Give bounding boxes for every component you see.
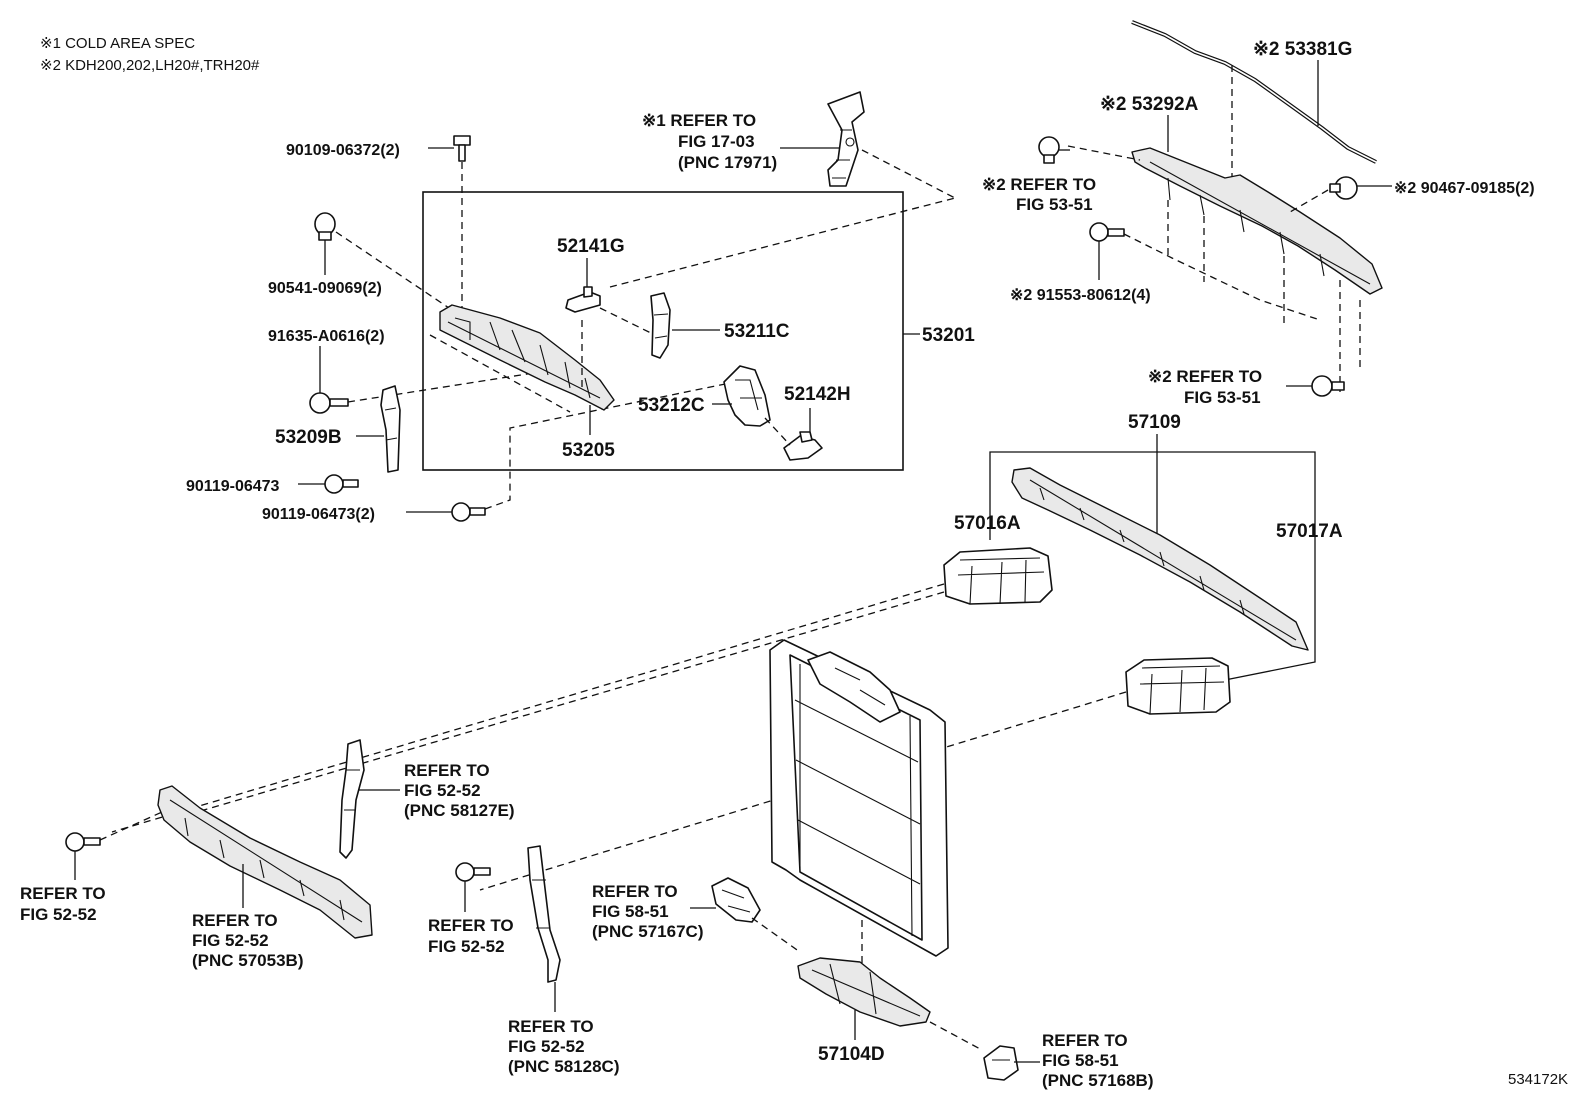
bolt-90109[interactable]	[453, 135, 471, 162]
ref-57053B-line2[interactable]: FIG 52-52	[192, 931, 269, 950]
label-53212C[interactable]: 53212C	[638, 395, 705, 416]
support-53205[interactable]	[439, 304, 615, 411]
duct-57016A[interactable]	[943, 547, 1053, 605]
ref-57168B-line2[interactable]: FIG 58-51	[1042, 1051, 1119, 1070]
ref-17-03-line2[interactable]: FIG 17-03	[678, 132, 755, 151]
label-53381G[interactable]: ※2 53381G	[1253, 39, 1352, 60]
reinforcement-pnc57053B[interactable]	[157, 785, 373, 939]
bolt-ref-52-52-mid[interactable]	[455, 862, 491, 882]
label-57017A[interactable]: 57017A	[1276, 521, 1343, 542]
label-53201[interactable]: 53201	[922, 325, 975, 346]
ref-58127E-line3[interactable]: (PNC 58127E)	[404, 801, 515, 820]
ref-53-51-a-line1[interactable]: ※2 REFER TO	[982, 175, 1096, 194]
label-57016A[interactable]: 57016A	[954, 513, 1021, 534]
ref-17-03-line1[interactable]: ※1 REFER TO	[642, 111, 756, 130]
label-91635[interactable]: 91635-A0616(2)	[268, 328, 385, 345]
ref-57167C-line3[interactable]: (PNC 57167C)	[592, 922, 704, 941]
stay-pnc58127E[interactable]	[339, 739, 365, 859]
bracket-pnc57168B[interactable]	[983, 1045, 1019, 1081]
ref-57168B-line3[interactable]: (PNC 57168B)	[1042, 1071, 1154, 1090]
label-52142H[interactable]: 52142H	[784, 384, 851, 405]
bolt-90119-a[interactable]	[324, 474, 359, 494]
note-model-codes: ※2 KDH200,202,LH20#,TRH20#	[40, 57, 260, 74]
label-90541[interactable]: 90541-09069(2)	[268, 280, 382, 297]
ref-52-52-left-line1[interactable]: REFER TO	[20, 884, 106, 903]
clip-90541[interactable]	[314, 212, 336, 241]
bracket-pnc17971[interactable]	[827, 91, 865, 187]
clip-ref-53-51-top[interactable]	[1038, 136, 1060, 164]
ref-57167C-line1[interactable]: REFER TO	[592, 882, 678, 901]
bracket-pnc57167C[interactable]	[711, 877, 761, 923]
label-90119-a[interactable]: 90119-06473	[186, 478, 280, 495]
ref-58128C-line1[interactable]: REFER TO	[508, 1017, 594, 1036]
label-53205[interactable]: 53205	[562, 440, 615, 461]
ref-52-52-mid-line2[interactable]: FIG 52-52	[428, 937, 505, 956]
ref-58127E-line2[interactable]: FIG 52-52	[404, 781, 481, 800]
clip-ref-53-51-bottom[interactable]	[1311, 375, 1345, 397]
bracket-52141G[interactable]	[565, 286, 601, 313]
ref-52-52-left-line2[interactable]: FIG 52-52	[20, 905, 97, 924]
stay-pnc58128C[interactable]	[527, 845, 561, 983]
label-90467[interactable]: ※2 90467-09185(2)	[1394, 180, 1535, 197]
label-57104D[interactable]: 57104D	[818, 1044, 885, 1065]
label-53211C[interactable]: 53211C	[724, 321, 790, 342]
bolt-91635[interactable]	[309, 392, 349, 414]
bolt-90119-b[interactable]	[451, 502, 486, 522]
duct-57017A[interactable]	[1125, 657, 1231, 715]
ref-58128C-line3[interactable]: (PNC 58128C)	[508, 1057, 620, 1076]
label-53209B[interactable]: 53209B	[275, 427, 342, 448]
bracket-53209B[interactable]	[380, 385, 401, 473]
ref-17-03-line3[interactable]: (PNC 17971)	[678, 153, 777, 172]
label-57109[interactable]: 57109	[1128, 412, 1181, 433]
label-90119-b[interactable]: 90119-06473(2)	[262, 506, 375, 523]
ref-57053B-line3[interactable]: (PNC 57053B)	[192, 951, 304, 970]
bracket-53211C[interactable]	[650, 292, 671, 359]
ref-57167C-line2[interactable]: FIG 58-51	[592, 902, 669, 921]
ref-58127E-line1[interactable]: REFER TO	[404, 761, 490, 780]
label-52141G[interactable]: 52141G	[557, 236, 625, 257]
radiator[interactable]	[769, 639, 949, 957]
figure-code: 534172K	[1508, 1071, 1568, 1088]
ref-52-52-mid-line1[interactable]: REFER TO	[428, 916, 514, 935]
clip-90467[interactable]	[1329, 176, 1358, 200]
ref-58128C-line2[interactable]: FIG 52-52	[508, 1037, 585, 1056]
label-53292A[interactable]: ※2 53292A	[1100, 94, 1199, 115]
label-91553[interactable]: ※2 91553-80612(4)	[1010, 287, 1151, 304]
ref-53-51-b-line1[interactable]: ※2 REFER TO	[1148, 367, 1262, 386]
cover-57104D[interactable]	[797, 957, 931, 1027]
label-90109[interactable]: 90109-06372(2)	[286, 142, 400, 159]
assembly-box-53201	[422, 191, 904, 471]
ref-57168B-line1[interactable]: REFER TO	[1042, 1031, 1128, 1050]
ref-53-51-a-line2[interactable]: FIG 53-51	[1016, 195, 1093, 214]
bracket-52142H[interactable]	[783, 431, 823, 461]
bolt-91553[interactable]	[1089, 222, 1125, 242]
ref-53-51-b-line2[interactable]: FIG 53-51	[1184, 388, 1261, 407]
bolt-ref-52-52-left[interactable]	[65, 832, 101, 852]
bracket-53212C[interactable]	[723, 365, 771, 427]
ref-57053B-line1[interactable]: REFER TO	[192, 911, 278, 930]
seal-57109[interactable]	[1011, 467, 1309, 651]
cover-53292A[interactable]	[1131, 147, 1383, 295]
note-cold-area: ※1 COLD AREA SPEC	[40, 35, 195, 52]
